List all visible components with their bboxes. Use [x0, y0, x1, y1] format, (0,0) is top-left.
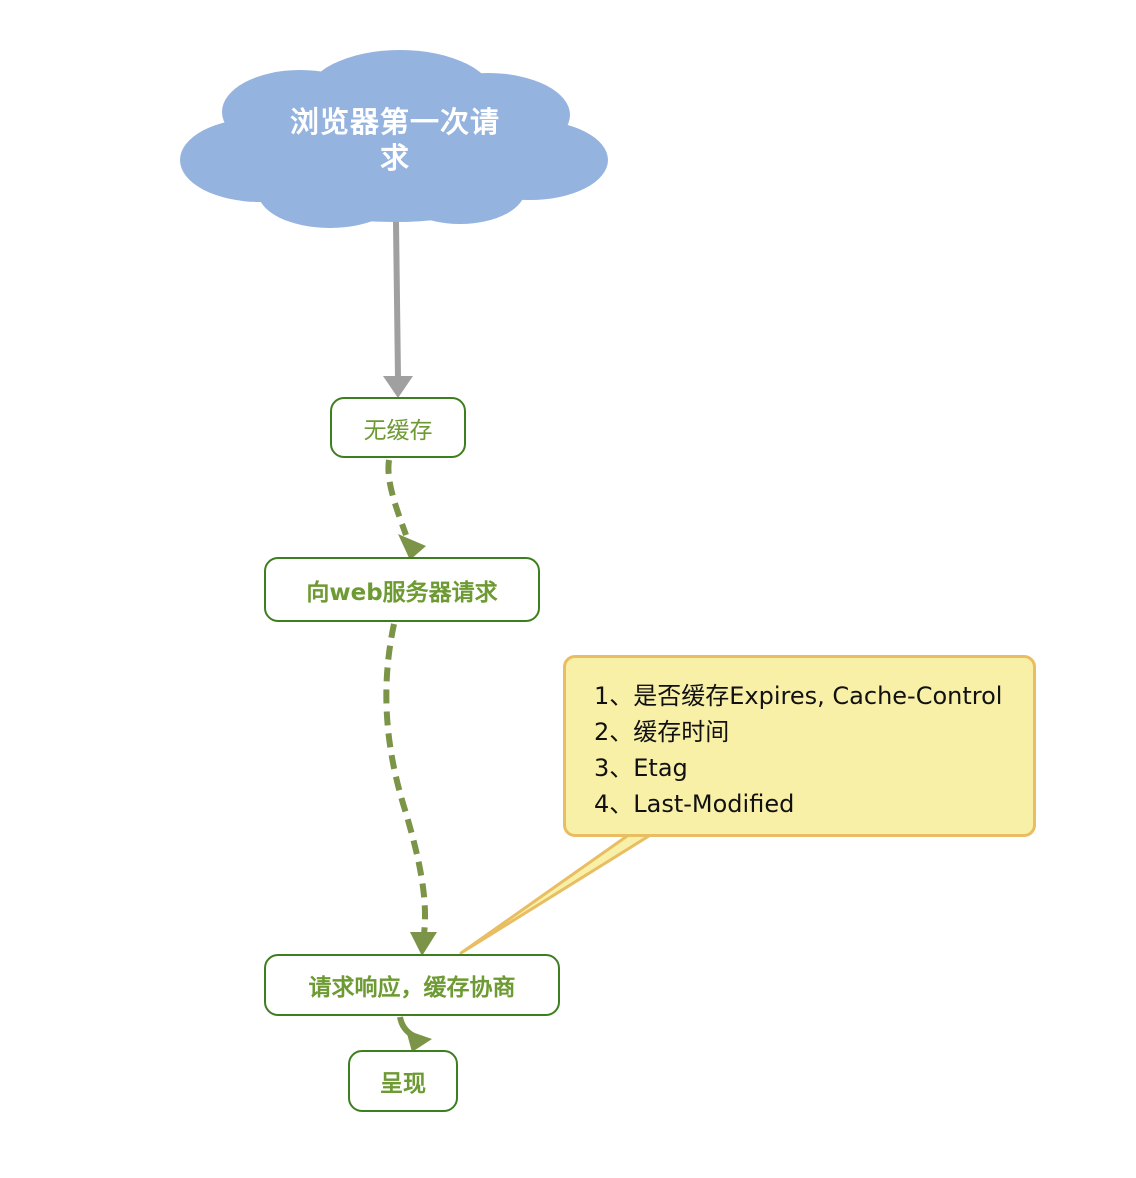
node-web-request-label: 向web服务器请求	[306, 579, 498, 606]
node-response[interactable]: 请求响应，缓存协商	[264, 954, 560, 1016]
cloud-label-line-1: 浏览器第一次请	[289, 105, 500, 139]
edge-start-to-no-cache	[383, 221, 413, 398]
node-no-cache-label: 无缓存	[363, 417, 433, 444]
node-web-request[interactable]: 向web服务器请求	[264, 557, 540, 622]
edge-no-cache-to-web-request	[385, 459, 426, 560]
node-no-cache[interactable]: 无缓存	[330, 397, 466, 458]
callout-line-3: 3、Etag	[594, 754, 688, 782]
callout-line-1: 1、是否缓存Expires, Cache-Control	[594, 682, 1003, 710]
edge-web-request-to-response	[383, 623, 437, 956]
cloud-label-line-2: 求	[379, 141, 410, 175]
cloud-shape	[180, 50, 608, 228]
node-response-label: 请求响应，缓存协商	[308, 975, 516, 1001]
callout-pointer	[459, 832, 654, 955]
cloud-start-label: 浏览器第一次请 求	[262, 104, 528, 176]
node-render[interactable]: 呈现	[348, 1050, 458, 1112]
node-render-label: 呈现	[380, 1071, 426, 1097]
callout-line-4: 4、Last-Modified	[594, 790, 795, 818]
edge-response-to-render	[397, 1016, 432, 1052]
callout-note[interactable]: 1、是否缓存Expires, Cache-Control 2、缓存时间 3、Et…	[563, 655, 1036, 837]
callout-line-2: 2、缓存时间	[594, 718, 730, 746]
